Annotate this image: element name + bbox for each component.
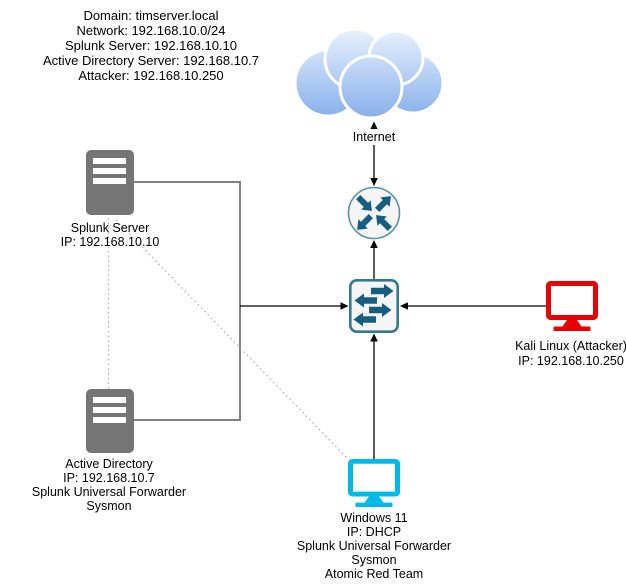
switch-icon <box>348 278 400 334</box>
kali-label: Kali Linux (Attacker) IP: 192.168.10.250 <box>471 339 626 369</box>
connector-windows-switch <box>370 333 378 461</box>
router-icon <box>347 186 401 240</box>
info-line: Splunk Server: 192.168.10.10 <box>64 38 237 53</box>
label-line: IP: 192.168.10.7 <box>63 471 155 485</box>
active-directory-server-icon <box>86 389 134 453</box>
label-line: Sysmon <box>351 553 397 567</box>
label-line: Windows 11 <box>340 511 408 525</box>
server-slot-icon <box>93 407 126 413</box>
label-line: IP: 192.168.10.10 <box>60 235 160 249</box>
connector-bracket-switch <box>240 302 349 310</box>
info-line: Attacker: 192.168.10.250 <box>78 68 224 83</box>
dotted-splunk-windows <box>115 219 349 460</box>
info-block: Domain: timserver.local Network: 192.168… <box>10 8 292 83</box>
internet-label: Internet <box>344 129 404 145</box>
label-line: Splunk Universal Forwarder <box>296 539 452 553</box>
label-line: Atomic Red Team <box>324 567 424 581</box>
server-slot-icon <box>93 158 126 164</box>
splunk-server-icon <box>86 150 134 215</box>
server-slot-icon <box>93 178 126 184</box>
info-line: Network: 192.168.10.0/24 <box>76 23 226 38</box>
connector-router-switch <box>370 240 378 279</box>
label-line: Splunk Server <box>70 221 150 235</box>
label-line: IP: DHCP <box>346 525 402 539</box>
internet-cloud-icon <box>292 26 446 120</box>
label-line: Active Directory <box>65 457 153 471</box>
server-slot-icon <box>93 397 126 403</box>
kali-monitor-icon <box>546 281 598 332</box>
label-line: Kali Linux (Attacker) <box>515 339 626 353</box>
label-line: IP: 192.168.10.250 <box>518 354 624 368</box>
windows-monitor-icon <box>348 459 400 508</box>
server-slot-icon <box>93 168 126 174</box>
connector-servers-bracket <box>134 181 241 421</box>
windows11-label: Windows 11 IP: DHCP Splunk Universal For… <box>274 511 474 581</box>
splunk-server-label: Splunk Server IP: 192.168.10.10 <box>35 221 185 249</box>
info-line: Active Directory Server: 192.168.10.7 <box>42 53 260 68</box>
active-directory-label: Active Directory IP: 192.168.10.7 Splunk… <box>17 457 201 513</box>
label-line: Sysmon <box>86 499 132 513</box>
info-line: Domain: timserver.local <box>83 8 219 23</box>
server-slot-icon <box>93 417 126 423</box>
label-line: Splunk Universal Forwarder <box>31 485 187 499</box>
connector-kali-switch <box>400 302 547 310</box>
